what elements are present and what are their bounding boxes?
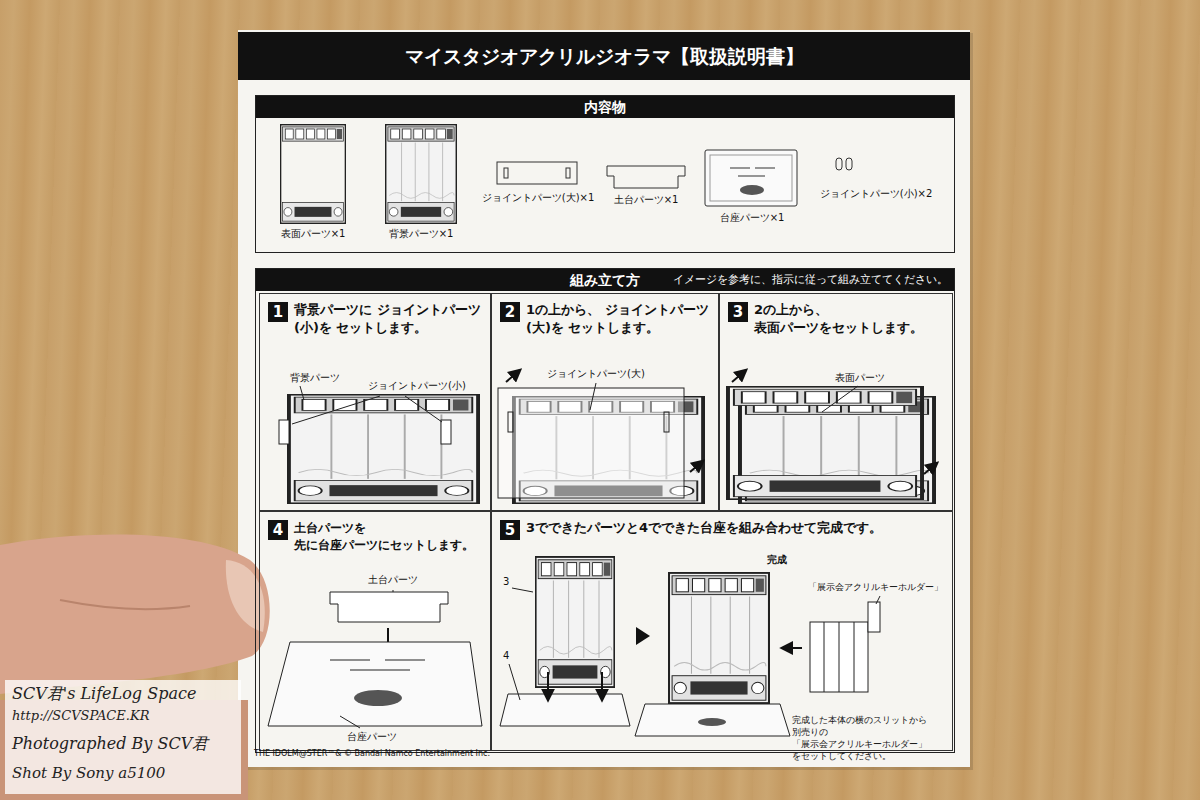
- section-panel: 内容物: [255, 95, 955, 253]
- step-number: 2: [500, 302, 520, 322]
- part-label: THE IDOLM@STER™& © Bandai Namco Entertai…: [254, 749, 490, 759]
- step-instruction: 背景パーツに ジョイントパーツ(小)を セットします。: [294, 301, 486, 337]
- part-label: 土台パーツ: [368, 574, 418, 586]
- step-instruction: 2の上から、 表面パーツをセットします。: [754, 301, 948, 337]
- part-label: ジョイントパーツ(大): [547, 368, 645, 380]
- step-instruction: 3でできたパーツと4でできた台座を組み合わせて完成です。: [526, 519, 948, 537]
- part-label: 4: [503, 650, 509, 662]
- step-number: 3: [728, 302, 748, 322]
- watermark-text: Shot By Sony a5100: [12, 764, 165, 782]
- part-label: ジョイントパーツ(大)×1: [482, 192, 595, 204]
- part-label: 背景パーツ×1: [389, 228, 454, 240]
- title-bar: マイスタジオアクリルジオラマ【取扱説明書】: [238, 32, 970, 80]
- step-number: 1: [268, 302, 288, 322]
- part-label: 土台パーツ×1: [614, 194, 679, 206]
- part-label: 台座パーツ×1: [720, 212, 785, 224]
- part-label: 台座パーツ: [347, 731, 397, 743]
- part-label: 表面パーツ×1: [281, 228, 346, 240]
- part-label: ジョイントパーツ(小)×2: [820, 188, 933, 200]
- part-label: 背景パーツ: [290, 372, 340, 384]
- part-label: 表面パーツ: [835, 372, 885, 384]
- step-panel: 2 1の上から、 ジョイントパーツ(大)を セットします。: [491, 293, 719, 511]
- part-label: 「展示会アクリルキーホルダー」: [808, 582, 943, 593]
- step-number: 4: [268, 520, 288, 540]
- part-label: 完成: [767, 554, 787, 566]
- note-text: 完成した本体の横のスリットから 別売りの「展示会アクリルキーホルダー」 をセット…: [792, 714, 960, 763]
- watermark-text: Photographed By SCV君: [12, 734, 208, 753]
- step-number: 5: [500, 520, 520, 540]
- section-panel: 組み立て方イメージを参考に、指示に従って組み立ててください。1背景パーツに ジョ…: [255, 268, 955, 753]
- step-panel: 4 土台パーツを 先に台座パーツにセットします。: [259, 511, 491, 751]
- watermark-text: SCV君's LifeLog Space: [12, 684, 196, 703]
- step-panel: 3 2の上から、 表面パーツをセットします。: [719, 293, 953, 511]
- part-label: 3: [503, 576, 509, 588]
- watermark-text: http://SCVSPACE.KR: [12, 708, 149, 724]
- section-heading: 内容物: [256, 96, 954, 118]
- step-instruction: 土台パーツを 先に台座パーツにセットします。: [294, 519, 486, 554]
- part-label: ジョイントパーツ(小): [368, 380, 466, 392]
- title-text: マイスタジオアクリルジオラマ【取扱説明書】: [238, 32, 970, 80]
- section-note: イメージを参考に、指示に従って組み立ててください。: [673, 273, 948, 287]
- step-panel: 1 背景パーツに ジョイントパーツ(小)を セットします。: [259, 293, 491, 511]
- step-instruction: 1の上から、 ジョイントパーツ(大)を セットします。: [526, 301, 714, 337]
